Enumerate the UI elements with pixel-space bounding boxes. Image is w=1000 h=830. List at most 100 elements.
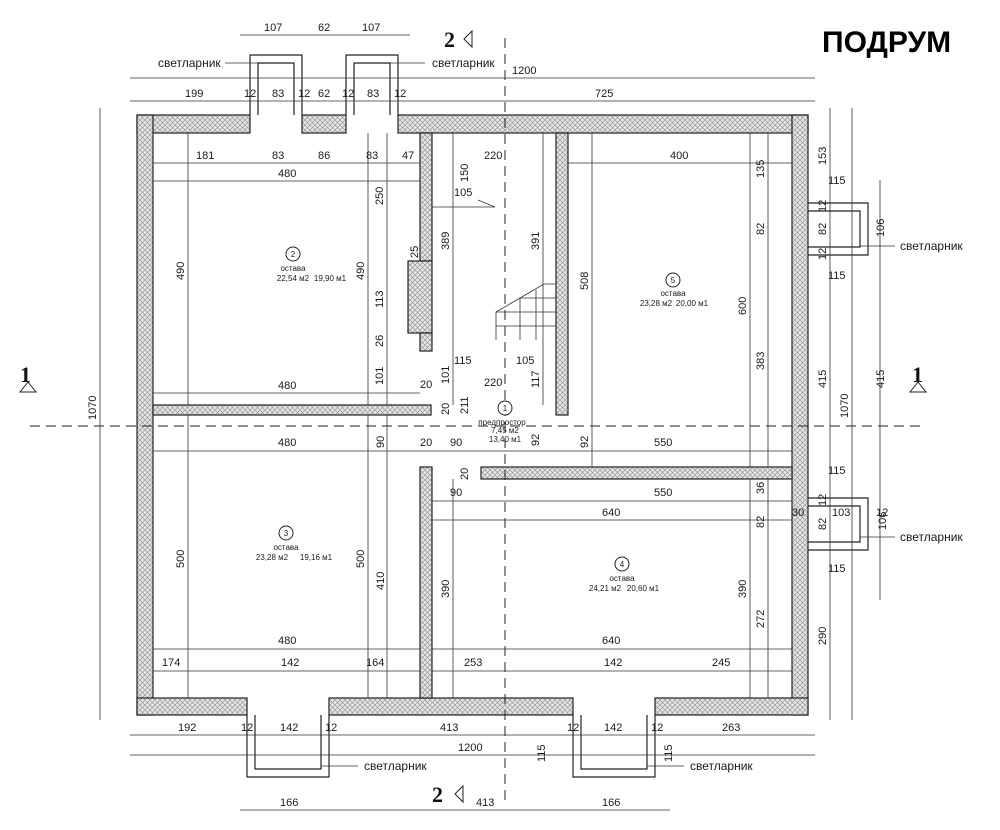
dim: 142 [604,722,622,734]
dim: 135 [755,160,767,178]
dim: 508 [579,272,591,290]
dim: 211 [459,396,471,414]
dim: 12 [244,88,256,100]
dim: 164 [366,657,384,669]
dim: 20 [420,379,432,391]
dim: 12 [567,722,579,734]
room-number: 4 [620,560,625,569]
room-number: 5 [671,276,676,285]
dim: 480 [278,635,296,647]
dim: 640 [602,507,620,519]
dim: 12 [394,88,406,100]
dim: 600 [737,297,749,315]
svg-text:2: 2 [444,27,455,52]
dim: 12 [342,88,354,100]
dimension-texts-room5: 400 600 508 135 82 383 92 550 [579,150,767,449]
room-area: 24,21 м2 [589,584,622,593]
section-marker-2-top: 2 [444,27,473,52]
dim: 272 [755,610,767,628]
room-area: 22,54 м2 [277,274,310,283]
dim: 115 [454,355,472,367]
svg-text:2: 2 [432,782,443,807]
dim: 86 [318,150,330,162]
dim: 390 [737,580,749,598]
dim: 83 [366,150,378,162]
dim: 1200 [512,65,536,77]
dimension-texts-right: 153 115 12 82 12 106 115 415 415 1070 11… [87,147,889,645]
dim: 550 [654,487,672,499]
dim: 480 [278,380,296,392]
dim: 500 [175,550,187,568]
dim: 142 [281,657,299,669]
room-name: остава [660,289,686,298]
dim: 142 [280,722,298,734]
dim: 82 [817,223,829,235]
room-area: 23,28 м2 [640,299,673,308]
section-marker-2-bottom: 2 [432,782,464,807]
dim: 83 [272,88,284,100]
dim: 391 [530,232,542,250]
room-perimeter: 19,16 м1 [300,553,333,562]
svg-text:1: 1 [912,362,923,387]
dim: 12 [298,88,310,100]
dim: 480 [278,437,296,449]
room-name: остава [609,574,635,583]
dim: 500 [355,550,367,568]
dim: 253 [464,657,482,669]
dim: 12 [876,507,888,519]
dim: 192 [178,722,196,734]
skylight-label: светларник [364,759,427,773]
dim: 62 [318,22,330,34]
room-perimeter: 13,40 м1 [489,435,522,444]
skylight-top-right [345,54,399,115]
room-perimeter: 19,90 м1 [314,274,347,283]
dim: 12 [817,200,829,212]
dim: 290 [817,627,829,645]
dim: 415 [875,370,887,388]
dimension-texts-room2: 181 83 86 83 47 480 480 490 490 250 113 … [175,150,421,392]
room-name: предпростор [478,418,526,427]
section-lines [30,38,920,800]
skylight-label: светларник [432,56,495,70]
room-number: 1 [503,404,508,413]
skylight-label: светларник [690,759,753,773]
room-label-1: 1 предпростор 7,45 м2 13,40 м1 [478,400,526,444]
dim: 490 [175,262,187,280]
stairs [432,199,556,340]
dim: 390 [440,580,452,598]
dim: 166 [280,797,298,809]
dim: 117 [530,370,542,388]
skylight-bottom-right [572,715,656,778]
dim: 106 [875,219,887,237]
skylight-bottom-left [246,715,330,778]
dim: 83 [367,88,379,100]
dim: 62 [318,88,330,100]
room-number: 3 [284,529,289,538]
room-label-3: 3 остава 23,28 м2 19,16 м1 [256,525,333,562]
dim: 20 [459,468,471,480]
dim: 245 [712,657,730,669]
dim: 36 [755,482,767,494]
room-area: 7,45 м2 [491,426,519,435]
inner-walls [152,132,793,699]
dim: 725 [595,88,613,100]
dim: 82 [817,518,829,530]
dim: 115 [663,744,675,762]
dim: 480 [278,168,296,180]
dim: 20 [440,403,452,415]
skylight-label: светларник [900,239,963,253]
dim: 115 [828,563,846,575]
dim: 150 [459,164,471,182]
dimension-texts-room3: 480 480 90 500 500 410 174 142 164 [162,436,387,669]
dim: 12 [651,722,663,734]
dim: 142 [604,657,622,669]
dimension-texts-top: 107 62 107 1200 199 12 83 12 62 12 83 12… [185,22,613,100]
dim: 26 [374,335,386,347]
dim: 92 [579,436,591,448]
room-number: 2 [291,250,296,259]
dim: 166 [602,797,620,809]
dimension-texts-bottom: 192 12 142 12 413 12 142 12 263 1200 115… [178,722,740,809]
dimension-lines [99,34,881,811]
dim: 20 [420,437,432,449]
